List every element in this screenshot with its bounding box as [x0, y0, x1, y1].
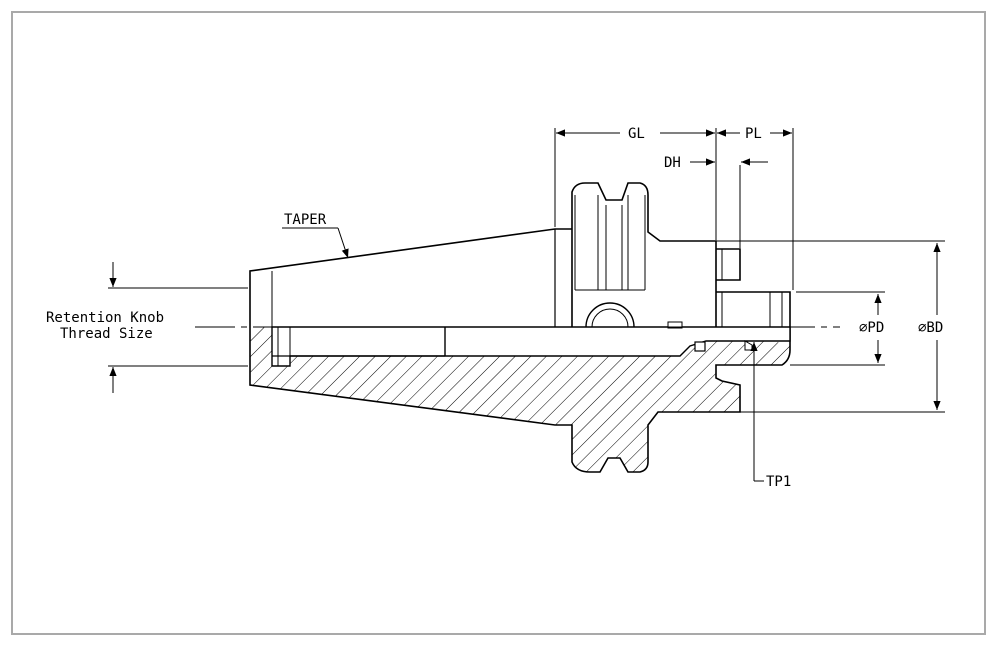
tp1-label: TP1 — [766, 474, 791, 490]
retention-knob-label-line1: Retention Knob — [46, 310, 164, 326]
gl-label: GL — [628, 126, 645, 142]
retention-knob-label-line2: Thread Size — [60, 326, 153, 342]
drawing-frame — [11, 11, 986, 635]
tool-holder-section — [249, 326, 791, 473]
bd-label: ⌀BD — [918, 320, 943, 336]
section-outline — [249, 327, 791, 473]
dimension-lines — [108, 128, 945, 482]
tool-holder-body — [249, 182, 791, 329]
section-hatch — [250, 327, 790, 472]
taper-label: TAPER — [284, 212, 327, 228]
dh-label: DH — [664, 155, 681, 171]
bore-lower — [271, 326, 791, 367]
pl-label: PL — [745, 126, 762, 142]
pd-label: ⌀PD — [859, 320, 884, 336]
